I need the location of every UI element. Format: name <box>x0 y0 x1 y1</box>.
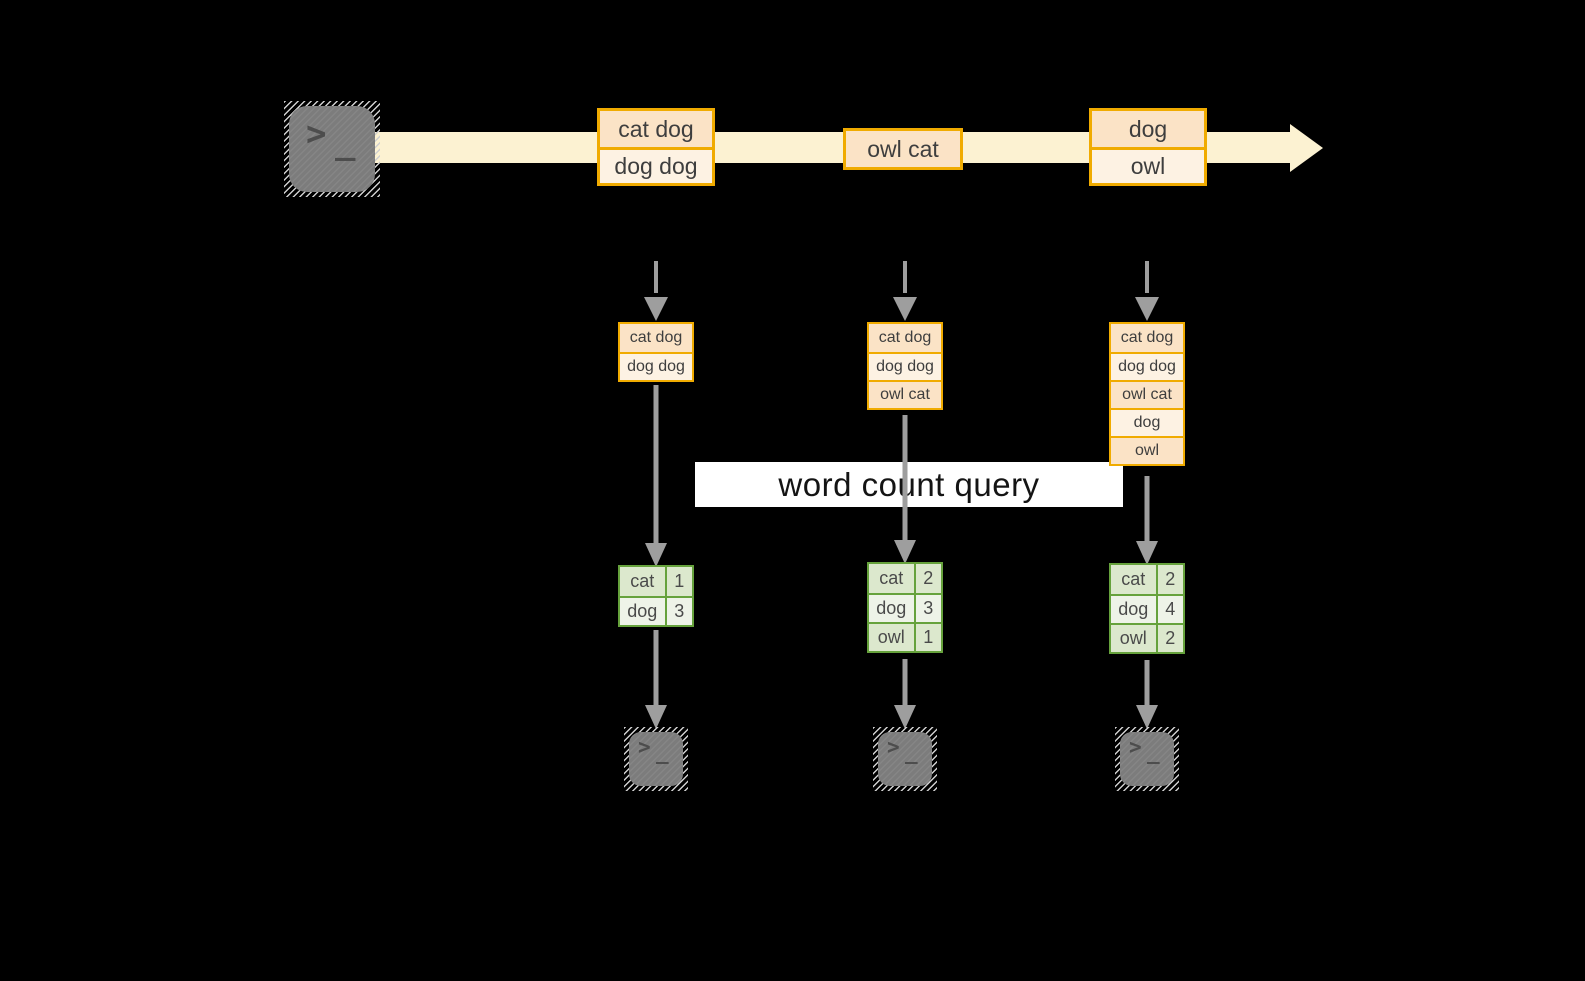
batch-row: owl cat <box>846 131 960 167</box>
query-label: word count query <box>778 465 1040 503</box>
connector-line <box>653 630 659 707</box>
buffer-row: cat dog <box>1111 324 1183 352</box>
word-cell: owl <box>877 627 905 647</box>
terminal-screen: > _ <box>878 732 932 786</box>
terminal-screen: > _ <box>1120 732 1174 786</box>
input-buffer-stack-3: cat dog dog dog owl cat dog owl <box>1109 322 1185 466</box>
input-buffer-stack-1: cat dog dog dog <box>618 322 694 382</box>
table-row: dog 3 <box>620 596 692 625</box>
batch-row: owl <box>1092 147 1204 183</box>
table-row: dog 3 <box>869 593 941 622</box>
input-buffer-stack-2: cat dog dog dog owl cat <box>867 322 943 410</box>
batch-row: cat dog <box>600 111 712 147</box>
count-cell: 1 <box>664 567 693 596</box>
word-cell: cat <box>879 568 904 588</box>
query-label-banner: word count query <box>695 462 1123 507</box>
count-cell: 3 <box>664 598 693 625</box>
buffer-row: owl cat <box>1111 380 1183 408</box>
buffer-row: owl cat <box>869 380 941 408</box>
connector-line <box>902 415 908 540</box>
ingest-arrowhead-icon <box>644 297 668 321</box>
stream-arrowhead-icon <box>1290 124 1323 172</box>
word-count-table-2: cat 2 dog 3 owl 1 <box>867 562 943 653</box>
batch-row: dog <box>1092 111 1204 147</box>
table-row: owl 1 <box>869 622 941 651</box>
connector-arrowhead-icon <box>894 705 916 729</box>
count-cell: 1 <box>913 624 942 651</box>
ingest-dash <box>903 261 907 293</box>
buffer-row: dog <box>1111 408 1183 436</box>
table-row: cat 2 <box>869 564 941 593</box>
prompt-chevron-icon: > <box>638 735 651 759</box>
ingest-arrowhead-icon <box>1135 297 1159 321</box>
output-terminal-icon: > _ <box>624 727 688 791</box>
count-cell: 2 <box>913 564 942 593</box>
buffer-row: dog dog <box>620 352 692 380</box>
connector-line <box>1144 476 1150 541</box>
terminal-screen: > _ <box>289 106 375 192</box>
word-count-table-1: cat 1 dog 3 <box>618 565 694 627</box>
stream-batch-1: cat dog dog dog <box>597 108 715 186</box>
connector-line <box>1144 660 1150 707</box>
connector-arrowhead-icon <box>1136 705 1158 729</box>
count-cell: 2 <box>1155 625 1184 652</box>
count-cell: 4 <box>1155 596 1184 623</box>
word-cell: dog <box>627 601 658 621</box>
word-cell: cat <box>630 571 655 591</box>
connector-arrowhead-icon <box>645 543 667 567</box>
prompt-cursor-icon: _ <box>335 122 356 162</box>
prompt-chevron-icon: > <box>306 114 327 154</box>
buffer-row: cat dog <box>869 324 941 352</box>
prompt-cursor-icon: _ <box>656 740 669 764</box>
ingest-arrowhead-icon <box>893 297 917 321</box>
buffer-row: owl <box>1111 436 1183 464</box>
word-count-table-3: cat 2 dog 4 owl 2 <box>1109 563 1185 654</box>
word-cell: owl <box>1119 628 1147 648</box>
output-terminal-icon: > _ <box>1115 727 1179 791</box>
count-cell: 3 <box>913 595 942 622</box>
stream-batch-2: owl cat <box>843 128 963 170</box>
table-row: cat 2 <box>1111 565 1183 594</box>
count-cell: 2 <box>1155 565 1184 594</box>
buffer-row: dog dog <box>1111 352 1183 380</box>
prompt-cursor-icon: _ <box>1147 740 1160 764</box>
word-cell: dog <box>1118 599 1149 619</box>
connector-arrowhead-icon <box>1136 541 1158 565</box>
prompt-cursor-icon: _ <box>905 740 918 764</box>
buffer-row: dog dog <box>869 352 941 380</box>
word-cell: cat <box>1121 569 1146 589</box>
stream-batch-3: dog owl <box>1089 108 1207 186</box>
table-row: owl 2 <box>1111 623 1183 652</box>
connector-line <box>902 659 908 707</box>
output-terminal-icon: > _ <box>873 727 937 791</box>
ingest-dash <box>654 261 658 293</box>
connector-line <box>653 385 659 543</box>
table-row: dog 4 <box>1111 594 1183 623</box>
connector-arrowhead-icon <box>894 540 916 564</box>
connector-arrowhead-icon <box>645 705 667 729</box>
ingest-dash <box>1145 261 1149 293</box>
prompt-chevron-icon: > <box>1129 735 1142 759</box>
batch-row: dog dog <box>600 147 712 183</box>
prompt-chevron-icon: > <box>887 735 900 759</box>
source-terminal-icon: > _ <box>284 101 380 197</box>
table-row: cat 1 <box>620 567 692 596</box>
terminal-screen: > _ <box>629 732 683 786</box>
buffer-row: cat dog <box>620 324 692 352</box>
word-cell: dog <box>876 598 907 618</box>
